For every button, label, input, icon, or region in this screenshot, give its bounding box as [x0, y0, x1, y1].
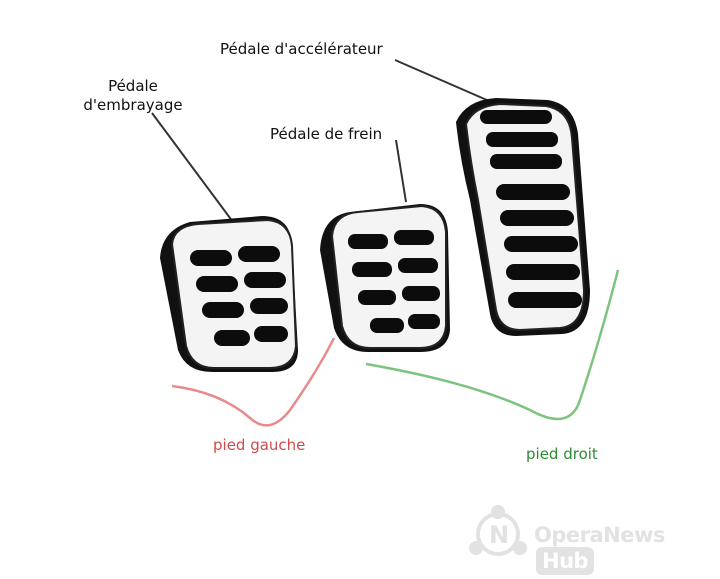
right-foot-curve [365, 269, 620, 421]
watermark-name: OperaNews [534, 523, 665, 547]
watermark-text: OperaNewsHub [534, 523, 711, 575]
accelerator-label: Pédale d'accélérateur [220, 40, 383, 58]
left-foot-label: pied gauche [213, 436, 306, 454]
brake-label: Pédale de frein [270, 125, 383, 143]
clutch-pedal [160, 216, 298, 372]
accelerator-leader-line [394, 59, 497, 105]
right-foot-label: pied droit [526, 445, 598, 463]
brake-pedal-grip [348, 230, 440, 333]
brake-pedal [320, 204, 450, 352]
watermark: OperaNewsHub [466, 500, 711, 575]
svg-text:N: N [489, 521, 509, 549]
clutch-leader-line [151, 112, 234, 223]
operanews-logo-icon: N [469, 505, 527, 556]
watermark-badge: Hub [536, 547, 595, 575]
accelerator-pedal-grip [480, 110, 582, 308]
accelerator-pedal [456, 98, 590, 336]
clutch-label-line1: Pédale [108, 77, 158, 95]
clutch-label-line2: d'embrayage [83, 96, 183, 114]
clutch-label: Pédale d'embrayage [78, 77, 188, 115]
clutch-pedal-grip [190, 246, 288, 346]
left-foot-curve [171, 337, 336, 427]
brake-leader-line [395, 139, 407, 203]
